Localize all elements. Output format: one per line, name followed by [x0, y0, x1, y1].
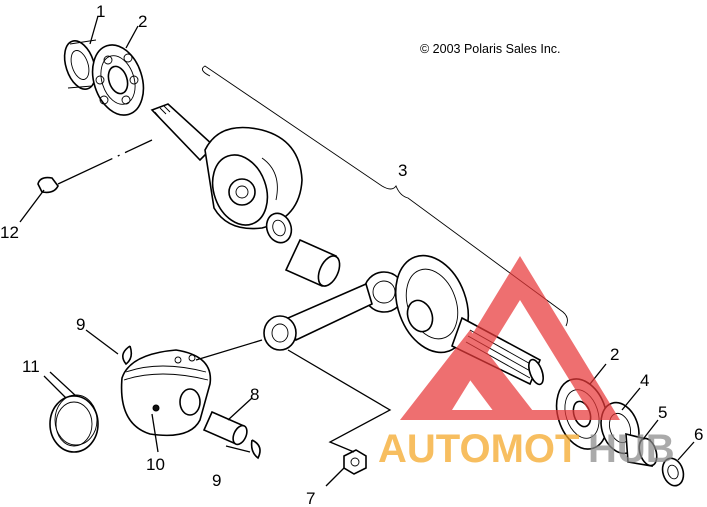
part-3-crank-left [150, 103, 303, 230]
callout-2-right: 2 [610, 345, 619, 364]
part-7-nut [343, 449, 367, 475]
watermark-logo: AUTOMOT HUB [378, 256, 675, 471]
watermark-text-a: AUTOMOT [378, 427, 579, 471]
needle-bearing [265, 212, 293, 244]
part-10-piston [120, 349, 212, 437]
callout-7: 7 [306, 489, 315, 507]
watermark-inner-triangle-icon [400, 330, 540, 420]
part-5-spacer [625, 432, 658, 467]
callout-12: 12 [0, 223, 19, 242]
callout-5: 5 [658, 403, 667, 422]
crankshaft-assembly-bracket [201, 65, 568, 327]
part-12-woodruff-key [37, 176, 59, 194]
watermark-text-b: HUB [588, 427, 675, 471]
callout-9-top: 9 [76, 315, 85, 334]
connecting-rod [263, 271, 405, 351]
callout-3: 3 [398, 161, 407, 180]
callout-6: 6 [694, 425, 703, 444]
crank-pin [284, 238, 341, 288]
part-9-circlip-bottom [250, 439, 261, 460]
part-8-piston-pin [202, 410, 248, 446]
callout-10: 10 [146, 455, 165, 474]
callout-8: 8 [250, 385, 259, 404]
callout-11: 11 [22, 357, 40, 376]
part-2-bearing-left [91, 44, 145, 116]
copyright-notice: © 2003 Polaris Sales Inc. [420, 42, 561, 56]
callout-9-bottom: 9 [212, 471, 221, 490]
part-6-washer [661, 457, 685, 487]
callout-2-left: 2 [138, 12, 147, 31]
part-11-piston-rings [49, 394, 99, 453]
callout-1: 1 [96, 2, 105, 21]
part-9-circlip-top [122, 345, 133, 366]
callout-4: 4 [640, 371, 649, 390]
leader-lines [19, 15, 695, 487]
